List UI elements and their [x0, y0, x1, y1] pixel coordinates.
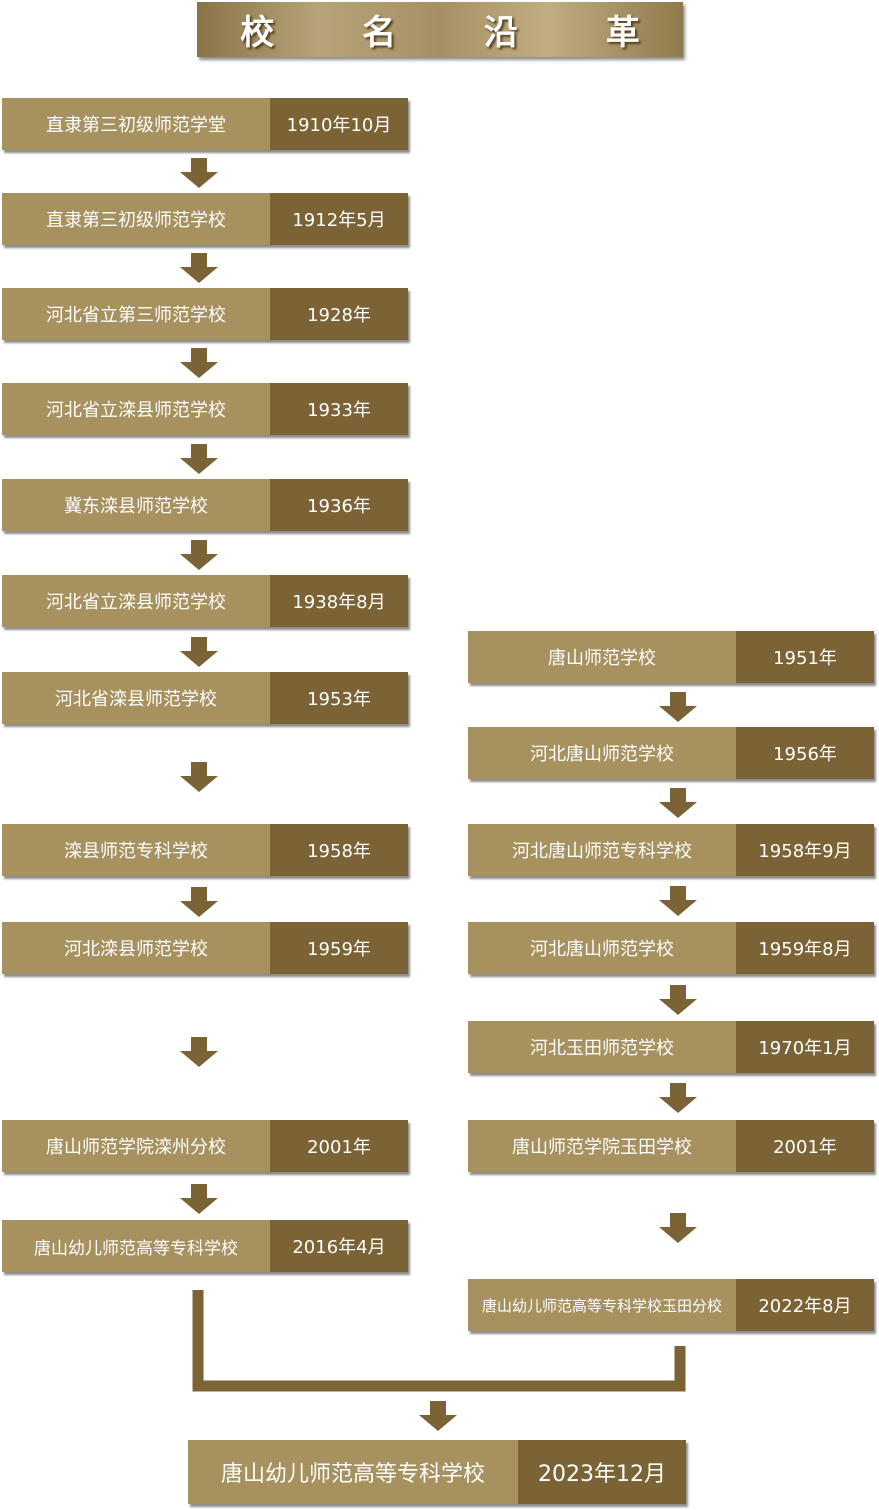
- arrow-down-icon: [659, 886, 697, 916]
- left-node-9-name: 河北滦县师范学校: [2, 922, 270, 974]
- arrow-down-icon: [180, 253, 218, 283]
- left-node-10-date: 2001年: [270, 1120, 408, 1172]
- right-node-7-name: 唐山幼儿师范高等专科学校玉田分校: [468, 1279, 736, 1331]
- right-node-2-name: 河北唐山师范学校: [468, 727, 736, 779]
- final-node-name: 唐山幼儿师范高等专科学校: [188, 1440, 518, 1504]
- left-node-6: 河北省立滦县师范学校 1938年8月: [2, 575, 408, 627]
- left-node-4-date: 1933年: [270, 383, 408, 435]
- left-node-5-name: 冀东滦县师范学校: [2, 479, 270, 531]
- left-node-5-date: 1936年: [270, 479, 408, 531]
- arrow-down-icon: [180, 637, 218, 667]
- final-node: 唐山幼儿师范高等专科学校 2023年12月: [188, 1440, 686, 1504]
- arrow-down-icon: [659, 788, 697, 818]
- left-node-7-date: 1953年: [270, 672, 408, 724]
- right-node-1-date: 1951年: [736, 631, 874, 683]
- left-node-1-name: 直隶第三初级师范学堂: [2, 98, 270, 150]
- left-node-3-name: 河北省立第三师范学校: [2, 288, 270, 340]
- arrow-down-icon: [180, 1037, 218, 1067]
- right-node-1: 唐山师范学校 1951年: [468, 631, 874, 683]
- right-node-3-name: 河北唐山师范专科学校: [468, 824, 736, 876]
- right-node-6-date: 2001年: [736, 1120, 874, 1172]
- right-node-5-date: 1970年1月: [736, 1021, 874, 1073]
- left-node-11-date: 2016年4月: [270, 1220, 408, 1272]
- left-node-2-name: 直隶第三初级师范学校: [2, 193, 270, 245]
- right-node-6: 唐山师范学院玉田学校 2001年: [468, 1120, 874, 1172]
- left-node-10-name: 唐山师范学院滦州分校: [2, 1120, 270, 1172]
- right-node-1-name: 唐山师范学校: [468, 631, 736, 683]
- arrow-down-icon: [180, 540, 218, 570]
- left-node-1: 直隶第三初级师范学堂 1910年10月: [2, 98, 408, 150]
- left-node-11-name: 唐山幼儿师范高等专科学校: [2, 1220, 270, 1272]
- right-node-2-date: 1956年: [736, 727, 874, 779]
- right-node-7: 唐山幼儿师范高等专科学校玉田分校 2022年8月: [468, 1279, 874, 1331]
- left-node-9: 河北滦县师范学校 1959年: [2, 922, 408, 974]
- arrow-down-icon: [419, 1401, 457, 1431]
- arrow-down-icon: [180, 887, 218, 917]
- left-node-6-date: 1938年8月: [270, 575, 408, 627]
- left-node-7: 河北省滦县师范学校 1953年: [2, 672, 408, 724]
- right-node-5: 河北玉田师范学校 1970年1月: [468, 1021, 874, 1073]
- right-node-2: 河北唐山师范学校 1956年: [468, 727, 874, 779]
- arrow-down-icon: [659, 985, 697, 1015]
- arrow-down-icon: [180, 1184, 218, 1214]
- left-node-8-date: 1958年: [270, 824, 408, 876]
- final-node-date: 2023年12月: [518, 1440, 686, 1504]
- arrow-down-icon: [180, 762, 218, 792]
- left-node-10: 唐山师范学院滦州分校 2001年: [2, 1120, 408, 1172]
- page-title: 校 名 沿 革: [240, 13, 678, 53]
- left-node-1-date: 1910年10月: [270, 98, 408, 150]
- left-node-2-date: 1912年5月: [270, 193, 408, 245]
- right-node-7-date: 2022年8月: [736, 1279, 874, 1331]
- right-node-4-name: 河北唐山师范学校: [468, 922, 736, 974]
- left-node-3-date: 1928年: [270, 288, 408, 340]
- right-node-3: 河北唐山师范专科学校 1958年9月: [468, 824, 874, 876]
- left-node-11: 唐山幼儿师范高等专科学校 2016年4月: [2, 1220, 408, 1272]
- right-node-5-name: 河北玉田师范学校: [468, 1021, 736, 1073]
- left-node-3: 河北省立第三师范学校 1928年: [2, 288, 408, 340]
- left-node-9-date: 1959年: [270, 922, 408, 974]
- right-node-4-date: 1959年8月: [736, 922, 874, 974]
- right-node-3-date: 1958年9月: [736, 824, 874, 876]
- arrow-down-icon: [180, 444, 218, 474]
- left-node-6-name: 河北省立滦县师范学校: [2, 575, 270, 627]
- right-node-4: 河北唐山师范学校 1959年8月: [468, 922, 874, 974]
- arrow-down-icon: [180, 348, 218, 378]
- arrow-down-icon: [659, 1213, 697, 1243]
- left-node-8: 滦县师范专科学校 1958年: [2, 824, 408, 876]
- left-node-8-name: 滦县师范专科学校: [2, 824, 270, 876]
- left-node-2: 直隶第三初级师范学校 1912年5月: [2, 193, 408, 245]
- title-banner: 校 名 沿 革: [197, 2, 683, 57]
- arrow-down-icon: [180, 158, 218, 188]
- arrow-down-icon: [659, 692, 697, 722]
- left-node-4: 河北省立滦县师范学校 1933年: [2, 383, 408, 435]
- arrow-down-icon: [659, 1083, 697, 1113]
- left-node-7-name: 河北省滦县师范学校: [2, 672, 270, 724]
- left-node-5: 冀东滦县师范学校 1936年: [2, 479, 408, 531]
- right-node-6-name: 唐山师范学院玉田学校: [468, 1120, 736, 1172]
- left-node-4-name: 河北省立滦县师范学校: [2, 383, 270, 435]
